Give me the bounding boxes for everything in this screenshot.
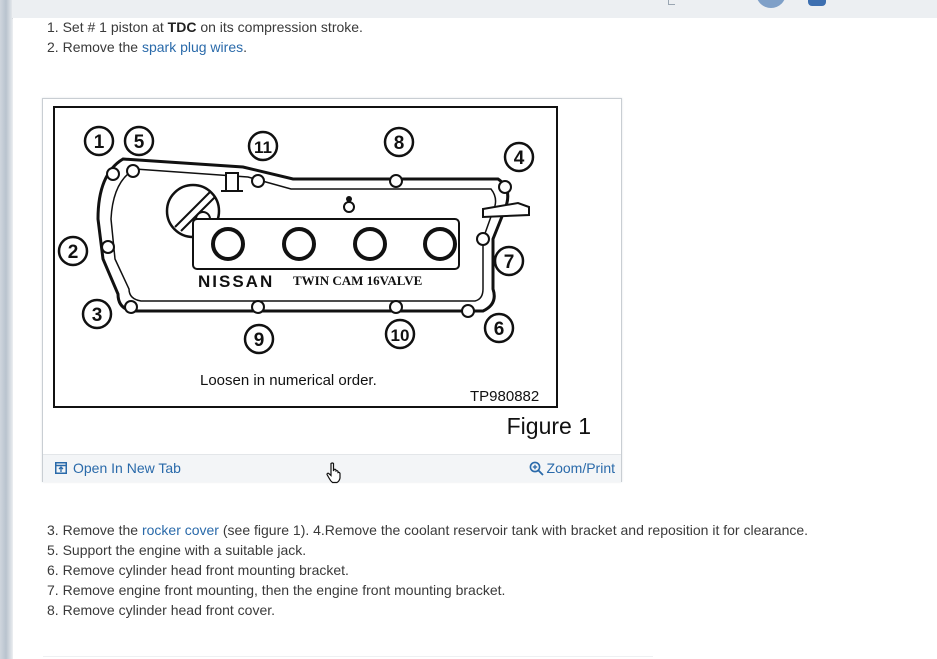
zoom-icon — [529, 461, 544, 476]
step-text: Remove cylinder head front cover. — [62, 602, 276, 618]
bolt-label: 8 — [394, 133, 405, 154]
new-tab-icon — [55, 462, 67, 474]
bolt-label: 10 — [391, 326, 410, 345]
bolt-label: 11 — [254, 138, 272, 157]
step-text: (see figure 1). 4.Remove the coolant res… — [218, 522, 809, 538]
step-8: 8. Remove cylinder head front cover. — [47, 601, 275, 619]
bolt-label: 9 — [254, 330, 265, 351]
rocker-cover-diagram[interactable]: 1 5 11 8 4 2 7 3 9 10 6 NISSAN TWIN CAM … — [43, 99, 621, 454]
open-in-new-tab-button[interactable]: Open In New Tab — [55, 460, 181, 476]
step-text: on its compression stroke. — [196, 19, 363, 35]
step-text: Remove the — [62, 39, 142, 55]
figure-code: TP980882 — [470, 388, 539, 405]
twin-cam-text: TWIN CAM 16VALVE — [293, 273, 422, 288]
step-number: 8. — [47, 602, 59, 618]
article-content: 1. Set # 1 piston at TDC on its compress… — [13, 18, 937, 659]
figure-caption: Figure 1 — [506, 413, 591, 439]
bolt-label: 7 — [504, 252, 515, 273]
rocker-cover-link[interactable]: rocker cover — [141, 522, 219, 538]
step-text: Support the engine with a suitable jack. — [62, 542, 307, 558]
step-text: Set # 1 piston at — [62, 19, 168, 35]
bolt-label: 2 — [68, 242, 79, 263]
zoom-print-label: Zoom/Print — [546, 460, 615, 476]
step-6: 6. Remove cylinder head front mounting b… — [47, 561, 349, 579]
bolt-label: 5 — [134, 132, 145, 153]
zoom-print-button[interactable]: Zoom/Print — [529, 460, 615, 476]
avatar-icon[interactable] — [756, 0, 786, 8]
bolt-label: 4 — [514, 148, 525, 169]
chevron-icon[interactable] — [668, 0, 675, 5]
step-number: 1. — [47, 19, 59, 35]
step-1: 1. Set # 1 piston at TDC on its compress… — [47, 18, 363, 36]
bolt-label: 6 — [494, 319, 505, 340]
left-sidebar-edge — [0, 0, 12, 659]
instruction-text: Loosen in numerical order. — [200, 372, 377, 389]
bolt-label: 1 — [94, 132, 105, 153]
spark-plug-wires-link[interactable]: spark plug wires — [141, 39, 244, 55]
step-text: Remove engine front mounting, then the e… — [62, 582, 506, 598]
notification-icon[interactable] — [808, 0, 826, 6]
step-2: 2. Remove the spark plug wires. — [47, 38, 247, 56]
step-number: 6. — [47, 562, 59, 578]
open-in-new-tab-label: Open In New Tab — [73, 460, 181, 476]
hand-cursor-icon — [326, 462, 341, 484]
step-bold-text: TDC — [167, 19, 197, 35]
divider — [43, 656, 653, 657]
step-text: . — [243, 39, 247, 55]
browser-topbar — [0, 0, 937, 19]
bolt-label: 3 — [92, 305, 103, 326]
step-text: Remove cylinder head front mounting brac… — [62, 562, 349, 578]
step-number: 2. — [47, 39, 59, 55]
step-number: 7. — [47, 582, 59, 598]
step-text: Remove the — [62, 522, 142, 538]
step-3: 3. Remove the rocker cover (see figure 1… — [47, 521, 808, 539]
nissan-brand-text: NISSAN — [198, 272, 274, 291]
step-number: 5. — [47, 542, 59, 558]
figure-1-container: 1 5 11 8 4 2 7 3 9 10 6 NISSAN TWIN CAM … — [42, 98, 622, 482]
step-5: 5. Support the engine with a suitable ja… — [47, 541, 306, 559]
step-number: 3. — [47, 522, 59, 538]
step-7: 7. Remove engine front mounting, then th… — [47, 581, 505, 599]
